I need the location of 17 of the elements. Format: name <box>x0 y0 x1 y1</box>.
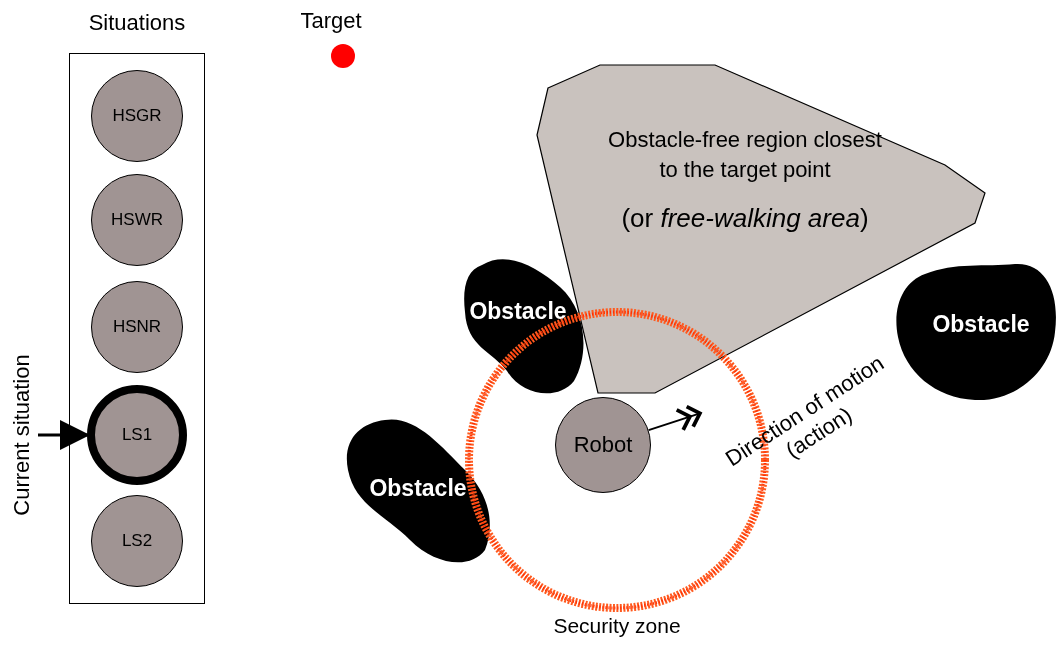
region-label: Obstacle-free region closest to the target point <box>607 126 883 184</box>
arrow <box>38 420 90 450</box>
zone-label: Security zone <box>553 614 681 638</box>
situation-circle: HSWR <box>91 174 183 266</box>
obstacle-label: Obstacle <box>932 310 1030 338</box>
region-label: (or free-walking area) <box>620 203 870 233</box>
situation-circle: HSNR <box>91 281 183 373</box>
situation-circle: LS1 <box>87 385 187 485</box>
robot-circle: Robot <box>555 397 651 493</box>
side-label: Current situation <box>8 333 36 537</box>
situation-circle: LS2 <box>91 495 183 587</box>
panel-heading: Situations <box>88 10 186 36</box>
obstacle-label: Obstacle <box>369 474 467 502</box>
obstacle-blob <box>895 262 1057 402</box>
situation-circle: HSGR <box>91 70 183 162</box>
target-label: Target <box>300 8 362 34</box>
obstacle-label: Obstacle <box>469 297 567 325</box>
